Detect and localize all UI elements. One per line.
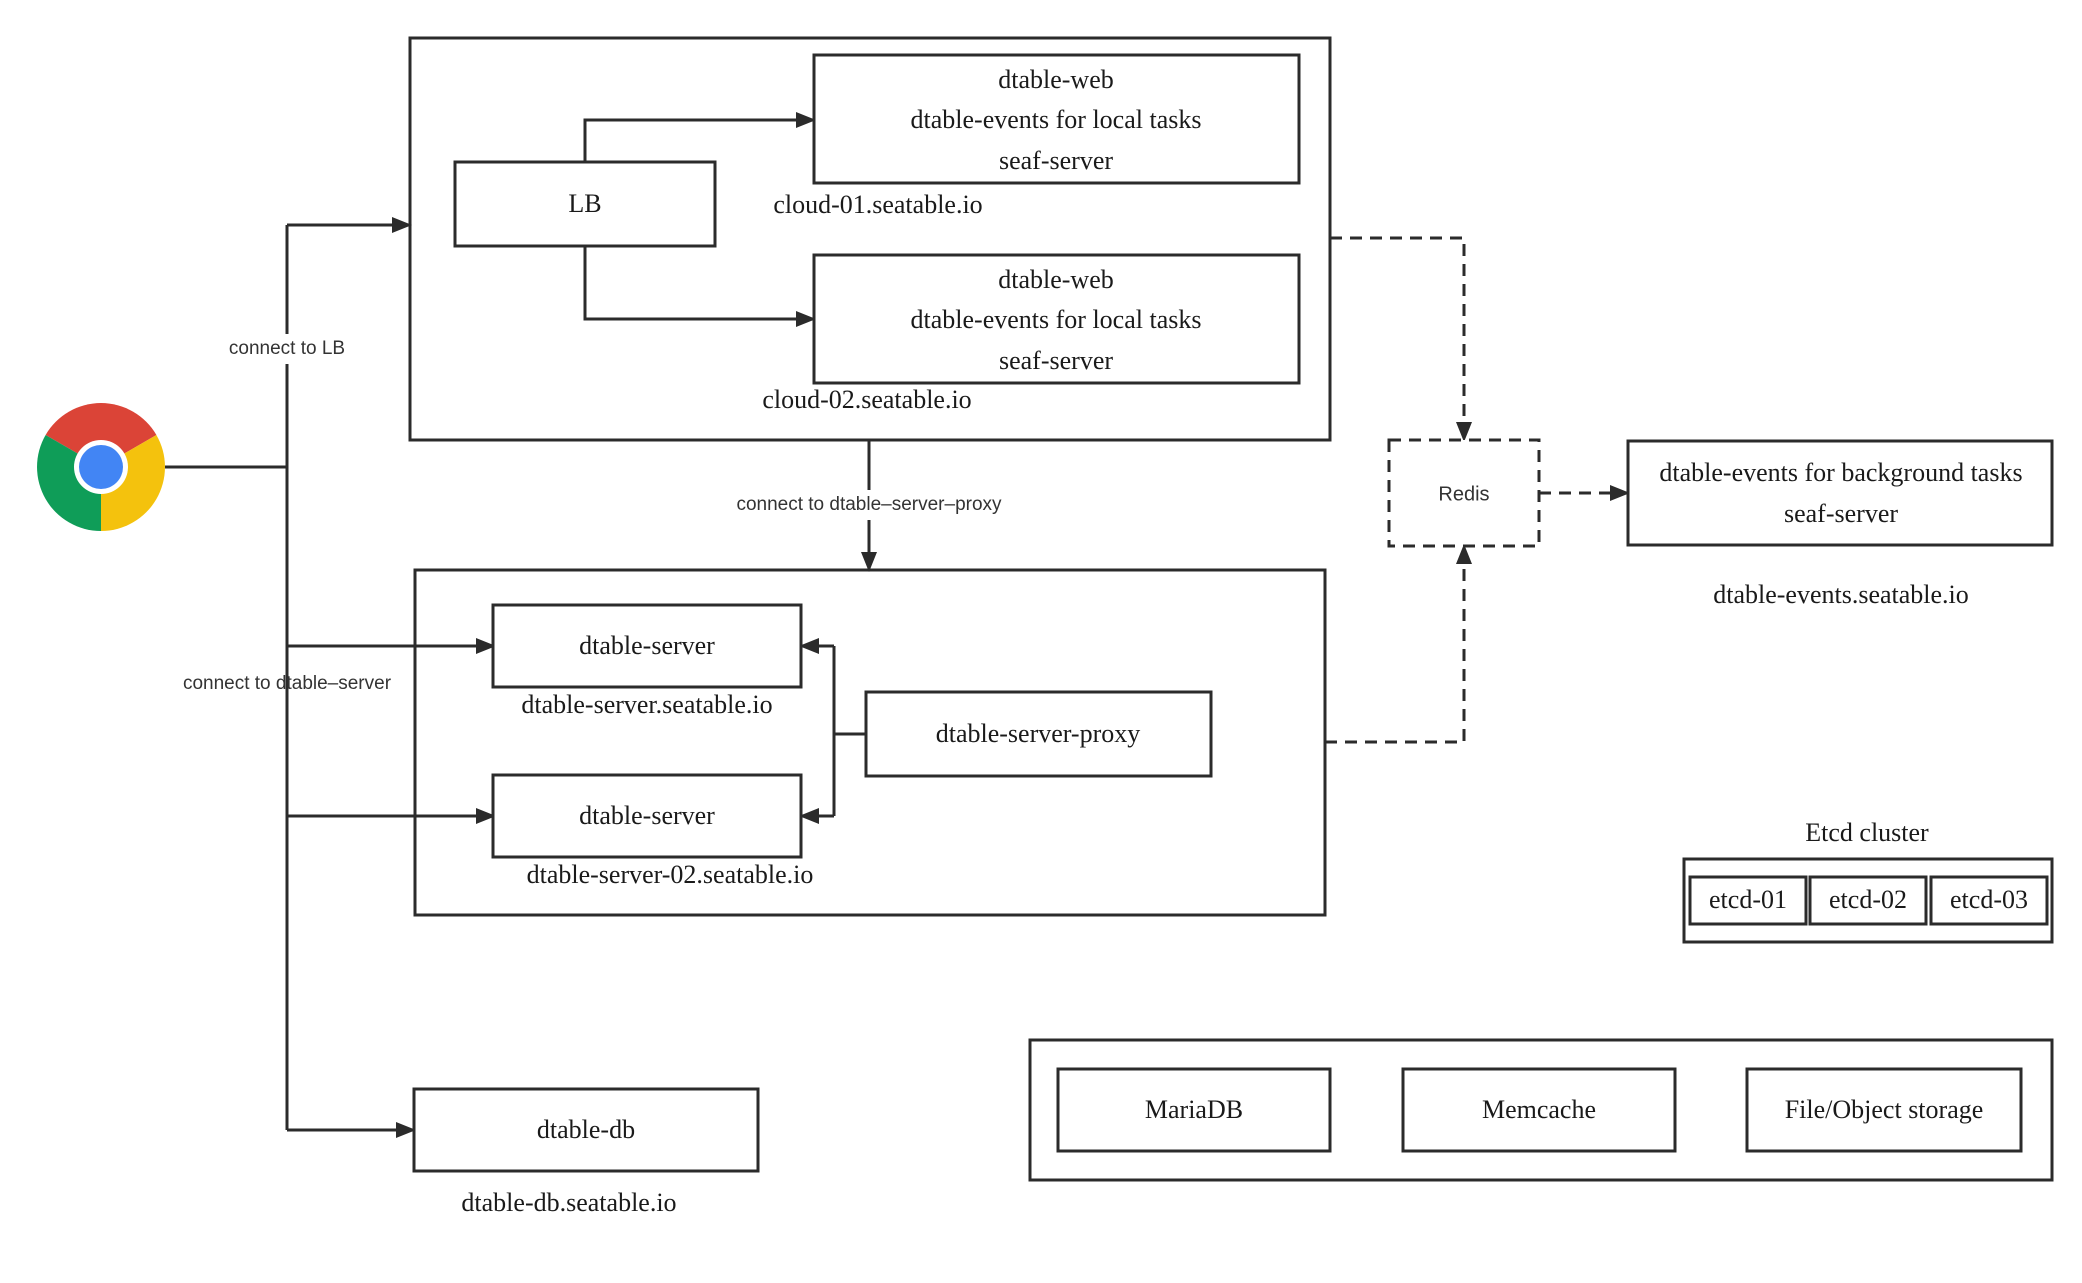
dtable-server-2-hostname: dtable-server-02.seatable.io: [527, 860, 814, 889]
redis-label: Redis: [1438, 483, 1489, 505]
cloud-01-hostname: cloud-01.seatable.io: [773, 190, 982, 219]
edge-label-connect-lb: connect to LB: [229, 338, 345, 359]
lb-to-cloud01-arrow: [583, 112, 816, 162]
lb-node: [453, 160, 717, 248]
edge-label-connect-proxy: connect to dtable–server–proxy: [736, 494, 1002, 515]
lb-to-cloud02-arrow: [583, 246, 816, 327]
file-object-storage-node: [1745, 1067, 2023, 1153]
edge-label-connect-server: connect to dtable–server: [183, 673, 392, 694]
cloud-02-line-1: dtable-web: [998, 265, 1114, 294]
redis-node: [1387, 438, 1541, 548]
cloud-to-redis-dashed-arrow: [1330, 236, 1472, 442]
etcd-02-label: etcd-02: [1829, 885, 1907, 914]
memcache-label: Memcache: [1482, 1095, 1596, 1124]
dtable-events-node: [1626, 439, 2054, 547]
etcd-03-label: etcd-03: [1950, 885, 2028, 914]
etcd-cluster-title: Etcd cluster: [1805, 818, 1929, 847]
file-object-storage-label: File/Object storage: [1785, 1095, 1984, 1124]
dtable-server-1-hostname: dtable-server.seatable.io: [521, 690, 772, 719]
dtable-server-1-label: dtable-server: [579, 631, 715, 660]
etcd-03-node: [1929, 875, 2049, 926]
dtable-db-hostname: dtable-db.seatable.io: [461, 1188, 676, 1217]
memcache-node: [1401, 1067, 1677, 1153]
cloud-02-node: [812, 253, 1301, 385]
cloud-01-line-2: dtable-events for local tasks: [911, 105, 1202, 134]
dtable-server-to-redis-dashed-arrow: [1325, 544, 1472, 744]
etcd-02-node: [1808, 875, 1928, 926]
cloud-02-line-3: seaf-server: [999, 346, 1113, 375]
chrome-browser-icon: [37, 403, 165, 531]
dtable-server-proxy-label: dtable-server-proxy: [936, 719, 1141, 748]
dtable-events-line-2: seaf-server: [1784, 499, 1898, 528]
dtable-server-2-node: [491, 773, 803, 859]
cloud-01-line-1: dtable-web: [998, 65, 1114, 94]
cloud-02-line-2: dtable-events for local tasks: [911, 305, 1202, 334]
etcd-01-label: etcd-01: [1709, 885, 1787, 914]
dtable-events-line-1: dtable-events for background tasks: [1659, 458, 2022, 487]
dtable-server-proxy-node: [864, 690, 1213, 778]
lb-label: LB: [568, 189, 601, 218]
mariadb-node: [1056, 1067, 1332, 1153]
dtable-server-1-node: [491, 603, 803, 689]
dtable-db-label: dtable-db: [537, 1115, 635, 1144]
mariadb-label: MariaDB: [1145, 1095, 1243, 1124]
etcd-01-node: [1688, 875, 1808, 926]
cloud-01-node: [812, 53, 1301, 185]
dtable-events-hostname: dtable-events.seatable.io: [1713, 580, 1969, 609]
dtable-db-node: [412, 1087, 760, 1173]
cloud-02-hostname: cloud-02.seatable.io: [762, 385, 971, 414]
dtable-server-2-label: dtable-server: [579, 801, 715, 830]
cloud-01-line-3: seaf-server: [999, 146, 1113, 175]
